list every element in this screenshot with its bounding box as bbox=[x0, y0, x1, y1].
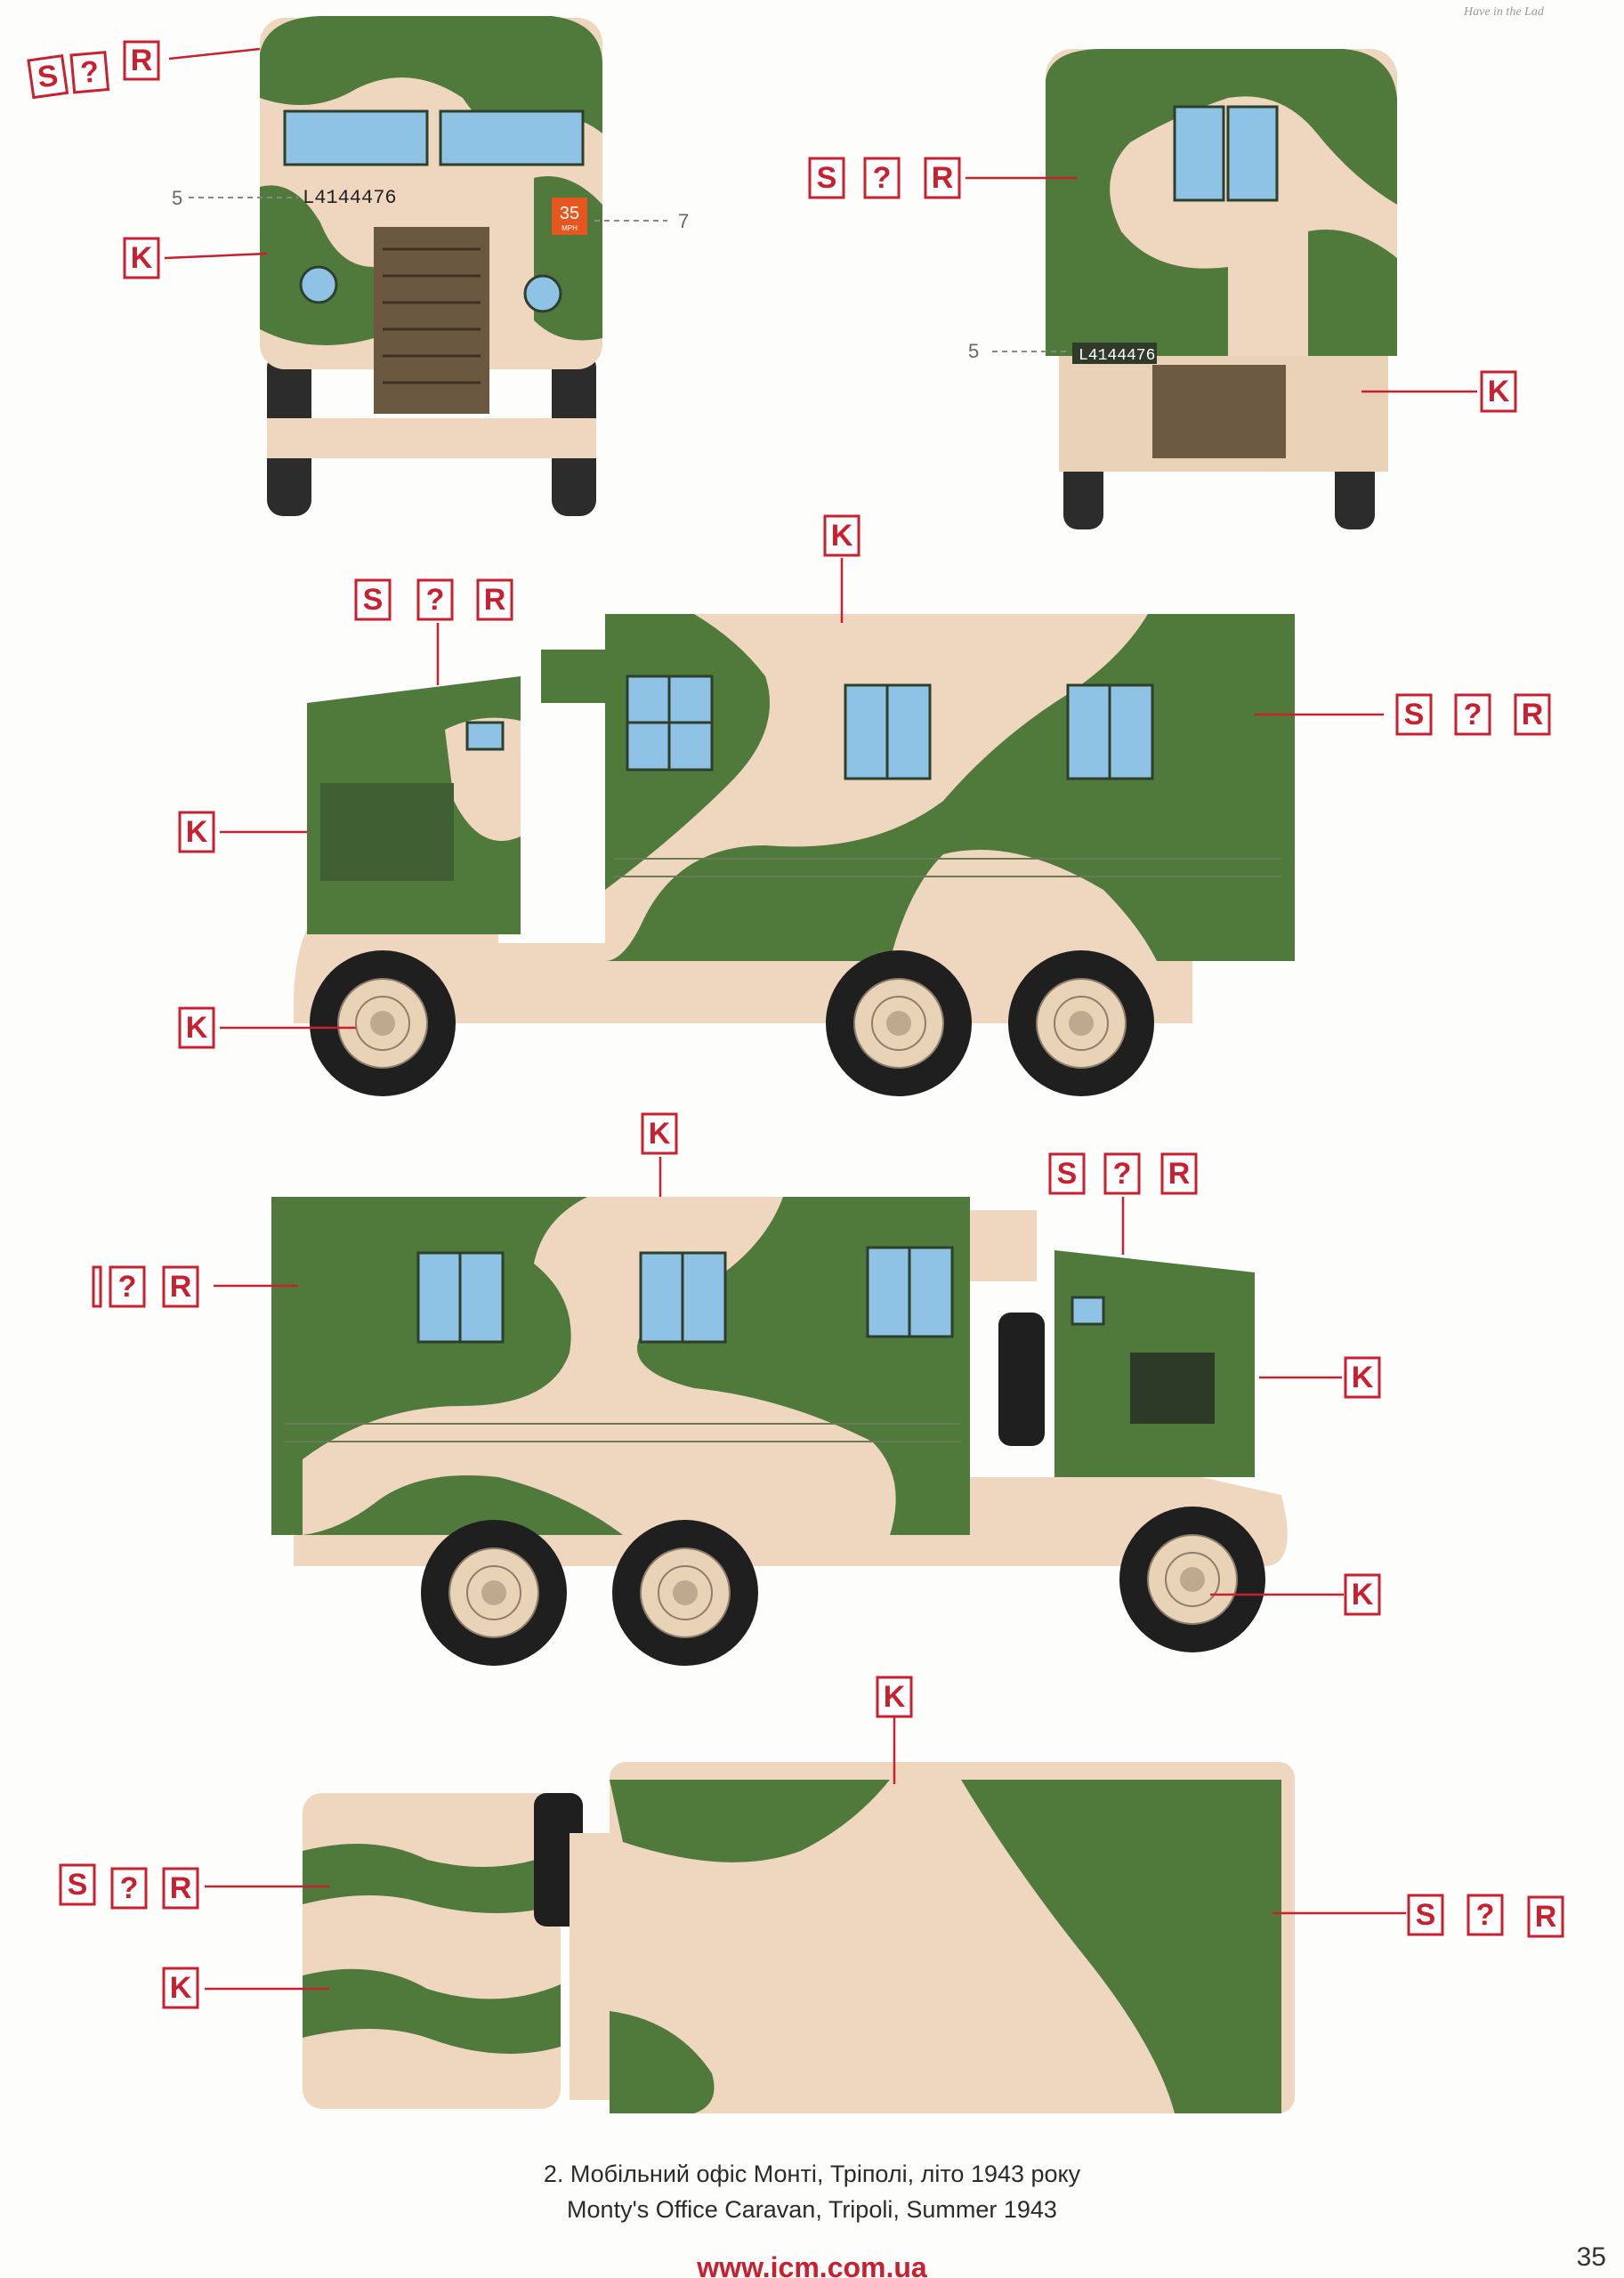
svg-text:?: ? bbox=[1476, 1898, 1495, 1932]
website-link[interactable]: www.icm.com.ua bbox=[697, 2251, 927, 2278]
svg-text:S: S bbox=[1404, 698, 1425, 731]
rear-view: L4144476 bbox=[1046, 49, 1397, 529]
bridge-classification-sign: 35 bbox=[560, 204, 579, 223]
svg-text:K: K bbox=[170, 1971, 192, 2005]
svg-text:K: K bbox=[1352, 1578, 1374, 1612]
caption-ukrainian: 2. Мобільний офіс Монті, Тріполі, літо 1… bbox=[543, 2161, 1081, 2187]
svg-text:R: R bbox=[170, 1871, 192, 1905]
badge-group-left-cab-sqr: S ? R bbox=[354, 578, 513, 621]
svg-text:?: ? bbox=[120, 1871, 139, 1905]
svg-text:K: K bbox=[1488, 375, 1510, 408]
svg-text:?: ? bbox=[873, 161, 892, 195]
svg-text:R: R bbox=[932, 161, 954, 195]
svg-text:?: ? bbox=[118, 1270, 137, 1304]
badge-right-top-k: K bbox=[641, 1112, 678, 1155]
rear-registration-plate: L4144476 bbox=[1079, 347, 1155, 365]
callout-5-front: 5 bbox=[172, 187, 182, 209]
bridge-sign-subtext: MPH bbox=[562, 224, 578, 232]
svg-text:K: K bbox=[1352, 1361, 1374, 1394]
badge-r: R bbox=[131, 44, 153, 77]
svg-text:?: ? bbox=[1113, 1157, 1132, 1191]
badge-left-front-k: K bbox=[178, 811, 215, 853]
svg-text:?: ? bbox=[1464, 698, 1483, 731]
badge-left-top-k: K bbox=[823, 514, 860, 557]
svg-text:R: R bbox=[1168, 1157, 1191, 1191]
svg-text:K: K bbox=[831, 519, 853, 553]
badge-group-right-rear-qr: ? R bbox=[92, 1265, 199, 1308]
rear-view-callouts: 5 bbox=[968, 340, 1068, 362]
badge-group-right-cab-sqr: S ? R bbox=[1048, 1152, 1198, 1195]
svg-text:R: R bbox=[1522, 698, 1544, 731]
badge-s: S bbox=[36, 59, 61, 95]
svg-text:?: ? bbox=[426, 583, 445, 617]
top-view bbox=[303, 1762, 1295, 2113]
badge-top-view-k: K bbox=[876, 1676, 913, 1718]
badge-left-wheel-k: K bbox=[178, 1006, 215, 1049]
badge-question: ? bbox=[79, 54, 101, 90]
front-view-callouts: 5 7 bbox=[172, 187, 689, 232]
badge-group-rear-sqr: S ? R bbox=[808, 157, 961, 199]
svg-text:S: S bbox=[1416, 1898, 1436, 1932]
page-number: 35 bbox=[1576, 2242, 1606, 2272]
svg-text:S: S bbox=[363, 583, 384, 617]
badge-group-top-left-sqr: S ? R bbox=[59, 1863, 199, 1910]
svg-text:S: S bbox=[1057, 1157, 1078, 1191]
badge-group-front-sqr: S ? R bbox=[27, 40, 160, 100]
svg-text:S: S bbox=[68, 1868, 88, 1902]
svg-text:K: K bbox=[186, 1011, 208, 1045]
front-view: L4144476 35 MPH bbox=[260, 16, 602, 516]
badge-top-left-k: K bbox=[162, 1967, 199, 2009]
badge-right-front-k: K bbox=[1344, 1356, 1381, 1399]
left-side-view bbox=[294, 614, 1295, 1097]
svg-text:R: R bbox=[170, 1270, 192, 1304]
callout-7-front: 7 bbox=[678, 210, 689, 232]
badge-group-top-right-sqr: S ? R bbox=[1407, 1894, 1564, 1938]
front-registration-plate: L4144476 bbox=[303, 187, 397, 209]
badge-k: K bbox=[131, 241, 153, 275]
svg-text:R: R bbox=[484, 583, 506, 617]
svg-text:S: S bbox=[817, 161, 837, 195]
leader-lines bbox=[164, 47, 1477, 1991]
badge-right-wheel-k: K bbox=[1344, 1573, 1381, 1616]
callout-5-rear: 5 bbox=[968, 340, 979, 362]
svg-text:K: K bbox=[186, 815, 208, 849]
badge-group-left-rear-sqr: S ? R bbox=[1395, 693, 1551, 736]
svg-text:K: K bbox=[884, 1680, 906, 1714]
right-side-view bbox=[271, 1197, 1288, 1667]
badge-front-k: K bbox=[123, 237, 160, 279]
badge-rear-k: K bbox=[1480, 370, 1517, 413]
svg-text:K: K bbox=[649, 1117, 671, 1151]
svg-text:R: R bbox=[1535, 1900, 1557, 1934]
caption-english: Monty's Office Caravan, Tripoli, Summer … bbox=[567, 2196, 1057, 2223]
corner-signature: Have in the Lad bbox=[1464, 5, 1544, 19]
